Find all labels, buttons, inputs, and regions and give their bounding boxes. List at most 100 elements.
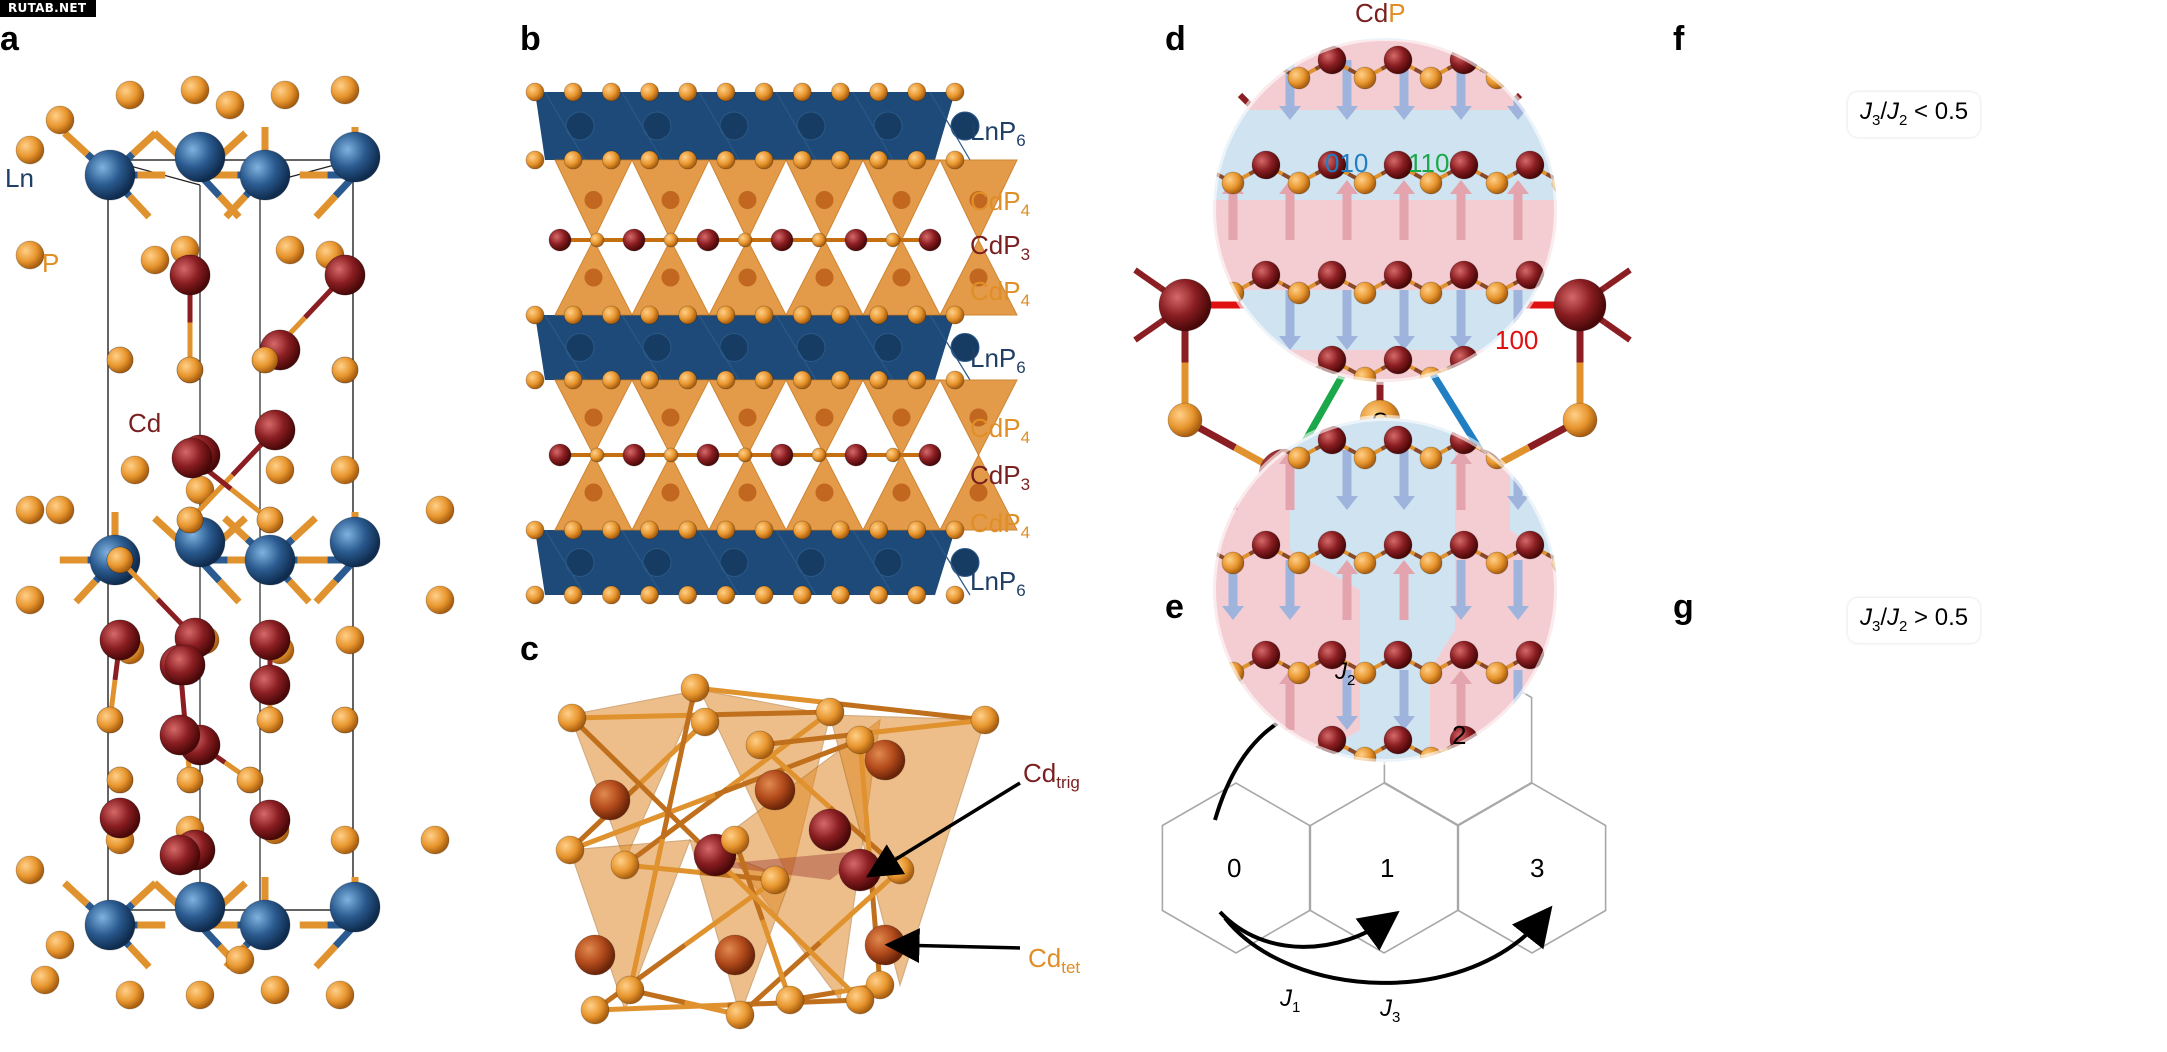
bond — [1545, 747, 1557, 760]
bond — [1281, 747, 1300, 760]
bond — [1479, 747, 1498, 760]
cd-atom — [254, 409, 296, 451]
ln-atom-shadow — [719, 111, 749, 141]
cd-atom — [1449, 640, 1479, 670]
p-atom — [106, 766, 134, 794]
p-atom — [869, 370, 889, 390]
p-atom — [640, 370, 659, 390]
arrowhead — [1279, 106, 1301, 120]
p-atom — [811, 232, 827, 248]
p-atom — [1287, 446, 1311, 470]
cd-atom-shadow — [892, 408, 911, 427]
cd-atom — [1449, 150, 1479, 180]
p-atom — [589, 232, 605, 248]
bond — [1529, 58, 1548, 71]
arrowhead — [1222, 606, 1244, 620]
arrowhead — [1336, 180, 1358, 194]
p-atom — [525, 150, 545, 170]
arrowhead — [1393, 336, 1415, 350]
p-atom — [555, 835, 585, 865]
bond — [1213, 738, 1218, 751]
p-atom — [15, 135, 45, 165]
p-atom — [663, 232, 679, 248]
p-atom — [525, 585, 545, 605]
cd-atom — [1383, 150, 1413, 180]
bond — [62, 880, 90, 907]
cd-atom — [159, 714, 201, 756]
p-atom — [557, 703, 587, 733]
panel-g-spin-order — [1210, 415, 1560, 765]
p-atom — [601, 82, 621, 102]
polyhedron-edge — [698, 91, 740, 161]
ratio-badge-f: J3/J2 < 0.5 — [1848, 92, 1981, 137]
ln-atom-shadow — [719, 333, 749, 362]
bond — [1603, 267, 1632, 290]
p-atom — [176, 356, 204, 384]
bond — [1298, 747, 1317, 760]
cd-atom — [844, 228, 868, 252]
bond — [1512, 738, 1531, 751]
p-atom — [331, 706, 359, 734]
label-cd-trig: Cdtrig — [1023, 758, 1080, 792]
polyhedron-edge — [852, 91, 894, 161]
p-atom — [792, 585, 812, 605]
cd-atom — [548, 443, 572, 467]
p-atom — [1353, 446, 1377, 470]
arrowhead — [1507, 716, 1529, 730]
p-atom — [869, 82, 889, 102]
bond — [62, 130, 90, 157]
cd-atom — [1213, 640, 1215, 670]
p-atom — [1551, 446, 1557, 470]
ln-atom — [239, 149, 291, 201]
p-atom — [678, 370, 698, 390]
p-atom — [869, 520, 889, 540]
arrowhead — [1222, 336, 1244, 350]
p-atom — [907, 585, 927, 605]
panel-letter-g: g — [1673, 588, 1694, 626]
bond — [1215, 447, 1234, 460]
p-atom — [945, 585, 965, 605]
p-atom — [885, 447, 901, 463]
bond — [1281, 367, 1300, 380]
p-atom — [815, 697, 845, 727]
p-atom — [792, 305, 812, 325]
p-atom — [563, 370, 583, 390]
cd-atom — [164, 644, 206, 686]
watermark: RUTAB.NET — [0, 0, 97, 17]
cd-atom — [622, 228, 646, 252]
p-atom — [845, 985, 875, 1015]
ln-atom-shadow — [642, 333, 672, 362]
cd-atom — [1317, 260, 1347, 290]
bond — [1529, 738, 1548, 751]
p-atom — [1485, 366, 1509, 382]
cd-atom — [1317, 530, 1347, 560]
hex-cell-3 — [1457, 782, 1607, 954]
p-atom — [680, 673, 710, 703]
p-atom — [270, 80, 300, 110]
p-atom — [1287, 746, 1311, 762]
p-atom — [754, 585, 774, 605]
p-atom — [1353, 661, 1377, 685]
polyhedron-edge — [929, 314, 971, 381]
p-atom — [1353, 551, 1377, 575]
cd-atom-shadow — [969, 268, 988, 287]
cd-atom — [1383, 425, 1413, 455]
panel-letter-f: f — [1673, 20, 1685, 58]
bond — [1545, 447, 1557, 460]
arrowhead — [1450, 606, 1472, 620]
p-atom — [663, 447, 679, 463]
p-atom — [640, 150, 659, 170]
p-atom — [1287, 171, 1311, 195]
ln-atom-shadow — [796, 111, 826, 141]
bond — [1133, 320, 1162, 343]
cd-atom — [838, 848, 882, 892]
bond — [1213, 543, 1218, 556]
p-atom — [45, 105, 75, 135]
cd-atom — [1251, 425, 1281, 455]
ln-atom-shadow — [873, 333, 903, 362]
p-atom — [869, 305, 889, 325]
layer-label-3: CdP4 — [970, 276, 1031, 310]
p-atom — [96, 706, 124, 734]
cd-atom — [1251, 345, 1281, 375]
p-atom — [831, 305, 850, 325]
